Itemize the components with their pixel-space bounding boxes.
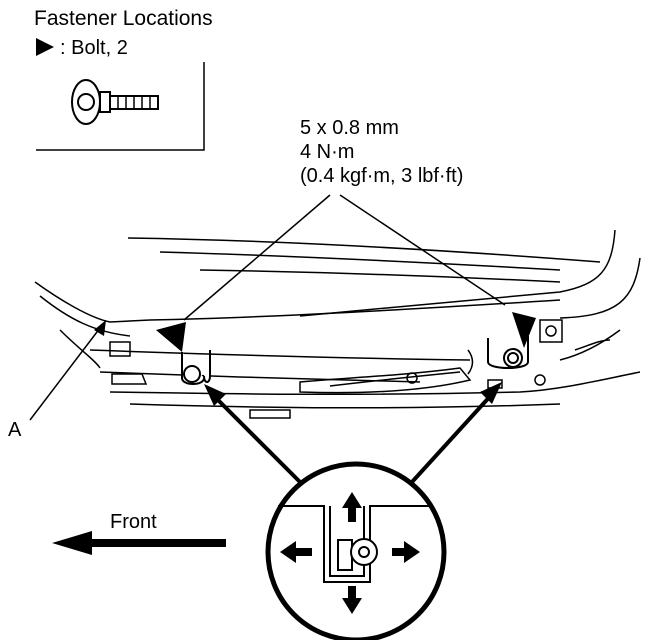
right-bolt-bracket [487, 336, 529, 369]
bolt-marker-left [156, 322, 186, 352]
bolt-legend: : Bolt, 2 [36, 38, 128, 58]
torque-nm: 4 N·m [300, 141, 355, 163]
body-panel-outline [34, 229, 641, 419]
torque-alt: (0.4 kgf·m, 3 lbf·ft) [300, 165, 464, 187]
bolt-legend-box [36, 62, 205, 151]
front-label: Front [110, 511, 157, 533]
detail-arrows [204, 382, 502, 484]
triangle-marker-icon [36, 38, 54, 56]
bolt-marker-right [512, 312, 536, 348]
bolt-size: 5 x 0.8 mm [300, 117, 399, 139]
detail-view-circle [265, 461, 447, 640]
bolt-head-detail [337, 538, 378, 571]
callout-a-label: A [8, 419, 22, 441]
bolt-legend-label: : Bolt, 2 [60, 37, 128, 59]
front-direction-arrow [52, 531, 226, 555]
diagram-title: Fastener Locations [34, 7, 213, 30]
callout-a-leader [29, 320, 106, 421]
bolt-icon [71, 79, 159, 125]
left-bolt-bracket [181, 350, 211, 385]
adjustment-arrows [280, 492, 420, 614]
torque-spec: 5 x 0.8 mm 4 N·m (0.4 kgf·m, 3 lbf·ft) [300, 116, 463, 188]
